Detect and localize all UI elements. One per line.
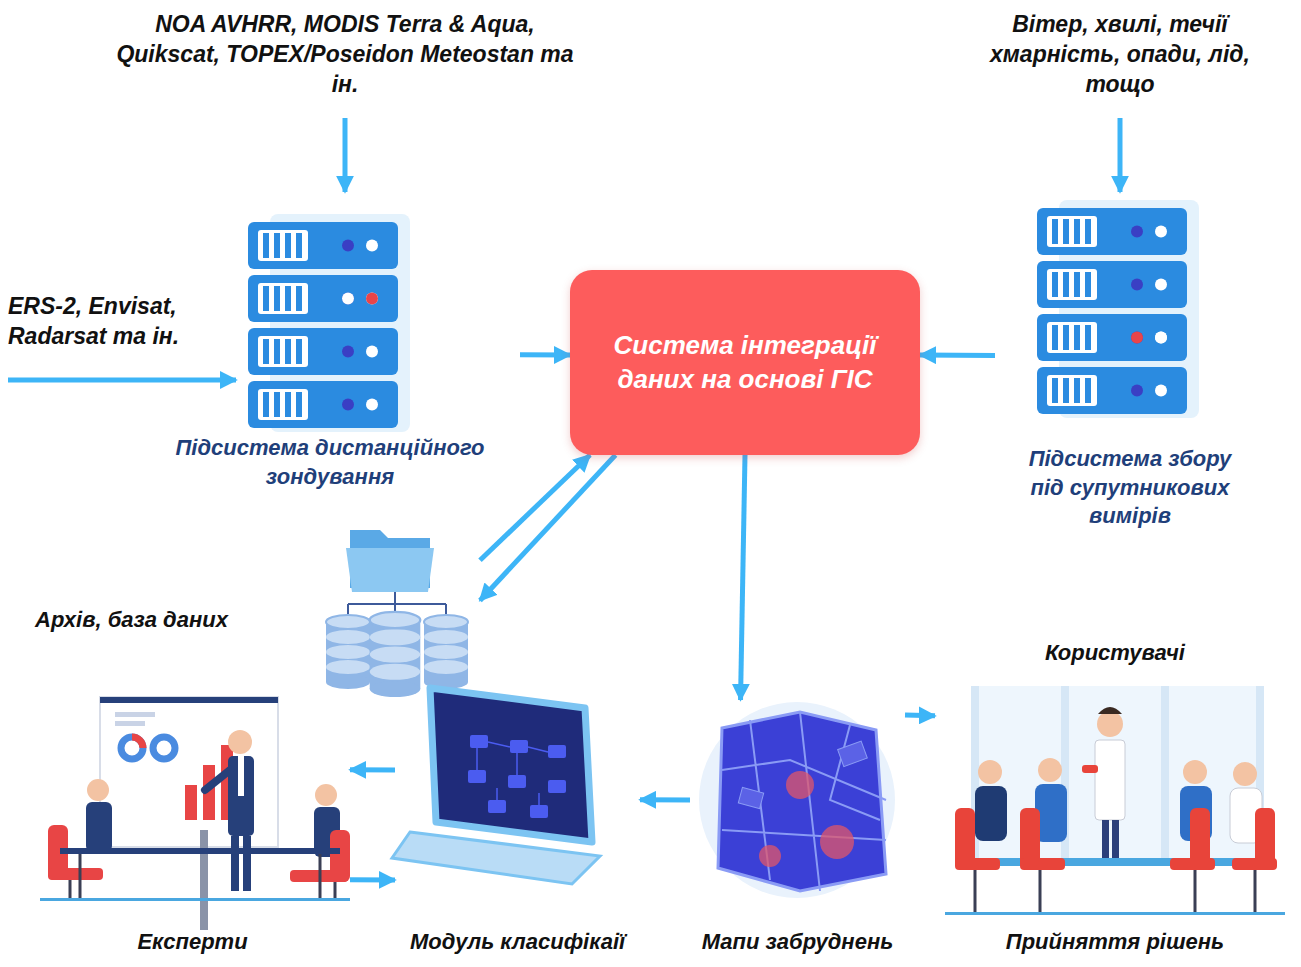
flow-arrow: [741, 455, 745, 700]
server-node: Підсистема дистанційного зондування: [140, 220, 520, 510]
source-label: NOA AVHRR, MODIS Terra & Aqua, Quikscat,…: [110, 10, 580, 100]
flow-arrow: [920, 353, 995, 358]
experts-node: Експерти: [35, 690, 350, 965]
node-caption: Підсистема збору під супутникових вимірі…: [1020, 445, 1240, 531]
meeting-illustration: [945, 686, 1285, 915]
server-node: Підсистема збору під супутникових вимірі…: [995, 205, 1265, 555]
source-label: Вітер, хвилі, течії хмарність, опади, лі…: [960, 10, 1280, 100]
node-caption: Модуль класифікаії: [370, 928, 665, 957]
flow-arrow: [350, 767, 395, 772]
node-caption: Архів, база даних: [35, 606, 315, 635]
node-caption: Підсистема дистанційного зондування: [165, 434, 495, 491]
node-caption: Мапи забруднень: [680, 928, 915, 957]
map-icon: [699, 702, 895, 898]
classifier-node: Модуль класифікаії: [395, 680, 640, 965]
node-caption: Користувачі: [935, 639, 1295, 668]
experts-illustration: [40, 697, 350, 930]
archive-icon: [326, 530, 468, 697]
server-icon: [1037, 200, 1199, 418]
flow-arrow: [905, 713, 935, 719]
node-caption: Прийняття рішень: [935, 928, 1295, 957]
flow-arrow: [520, 352, 570, 357]
server-icon: [248, 214, 410, 432]
users-node: КористувачіПрийняття рішень: [935, 635, 1295, 965]
map-node: Мапи забруднень: [690, 700, 905, 965]
flow-arrow: [640, 797, 690, 802]
archive-node: Архів, база даних: [30, 520, 480, 695]
laptop-icon: [392, 688, 600, 884]
flow-arrow: [480, 455, 590, 560]
node-caption: Експерти: [35, 928, 350, 957]
integration-box: Система інтеграції даних на основі ГІС: [570, 270, 920, 455]
flow-arrow: [350, 877, 395, 882]
flow-arrow: [480, 455, 616, 601]
source-label: ERS-2, Envisat, Radarsat та ін.: [8, 292, 230, 352]
process-title: Система інтеграції даних на основі ГІС: [590, 329, 900, 397]
source-arrows: [8, 118, 1120, 380]
